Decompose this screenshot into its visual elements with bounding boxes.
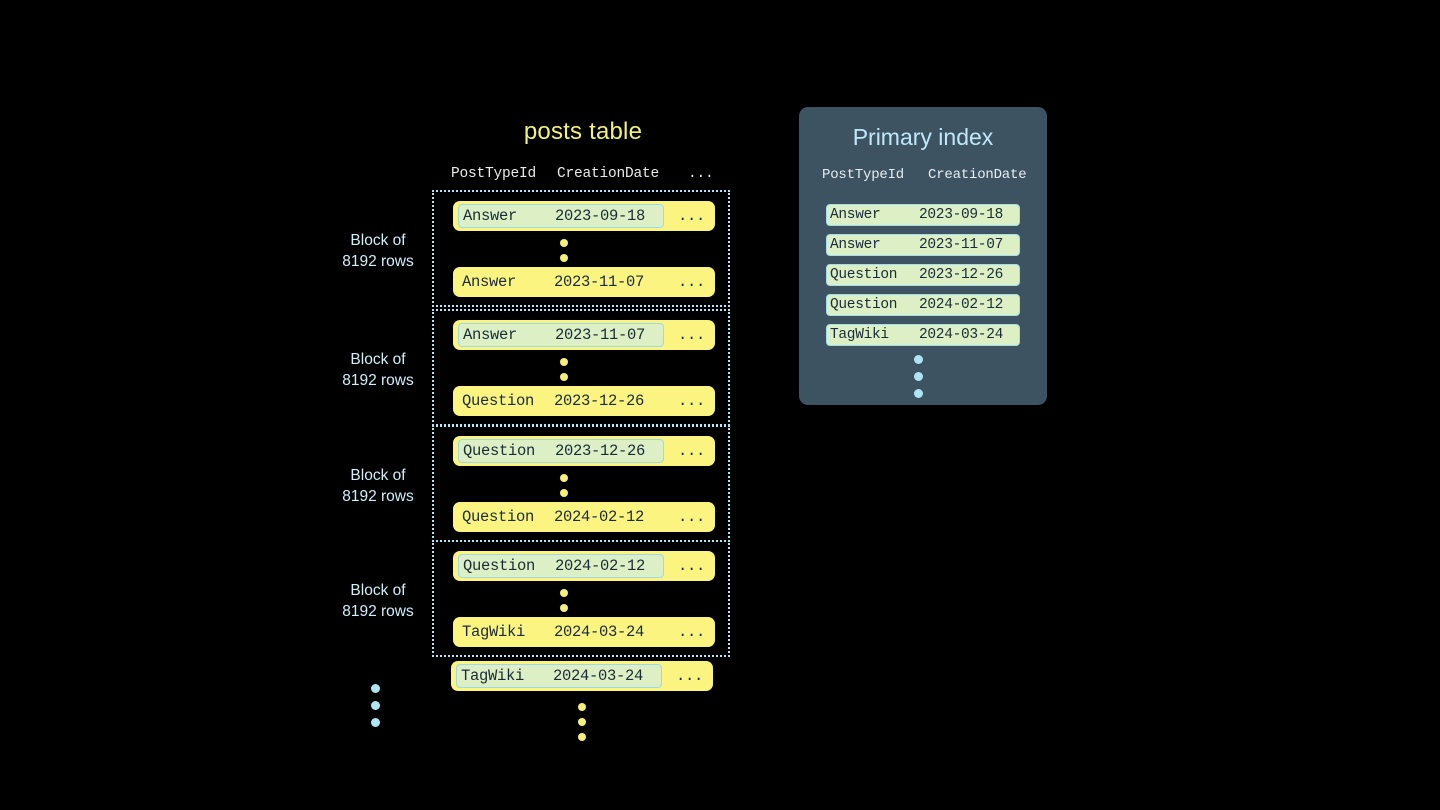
posts-table-column-headers: PostTypeId CreationDate ... — [451, 166, 733, 184]
row-highlight-box: Answer 2023-09-18 — [458, 204, 664, 228]
vertical-ellipsis-dots-index — [914, 355, 923, 398]
column-header-creationdate: CreationDate — [557, 166, 660, 182]
row-highlight-box: Answer 2023-11-07 — [458, 323, 664, 347]
cell-creationdate: 2024-03-24 — [554, 623, 645, 641]
table-row[interactable]: Answer 2023-11-07 ... — [453, 267, 715, 297]
cell-posttypeid: Question — [463, 442, 536, 460]
cell-posttypeid: Question — [463, 557, 536, 575]
cell-posttypeid: TagWiki — [830, 327, 889, 343]
table-row[interactable]: TagWiki 2024-03-24 ... — [453, 617, 715, 647]
vertical-ellipsis-dots-blocks — [371, 684, 380, 727]
cell-ellipsis: ... — [678, 273, 706, 291]
block-label-4-line1: Block of — [350, 582, 406, 599]
block-label-2-line1: Block of — [350, 351, 406, 368]
primary-index-title: Primary index — [852, 124, 994, 150]
cell-ellipsis: ... — [678, 326, 706, 344]
column-header-posttypeid: PostTypeId — [451, 166, 537, 182]
row-cells: Question 2024-02-12 ... — [458, 505, 710, 529]
cell-creationdate: 2023-09-18 — [555, 207, 646, 225]
block-label-1-line2: 8192 rows — [342, 253, 414, 270]
cell-ellipsis: ... — [678, 508, 706, 526]
row-highlight-box: Question 2024-02-12 — [458, 554, 664, 578]
row-highlight-box: TagWiki 2024-03-24 — [456, 664, 662, 688]
row-cells: TagWiki 2024-03-24 ... — [458, 620, 710, 644]
cell-ellipsis: ... — [678, 557, 706, 575]
table-row[interactable]: Question 2023-12-26 ... — [453, 436, 715, 466]
posts-table-title: posts table — [523, 118, 643, 145]
cell-posttypeid: Answer — [463, 326, 518, 344]
cell-posttypeid: Answer — [830, 207, 881, 223]
cell-creationdate: 2024-02-12 — [554, 508, 645, 526]
cell-ellipsis: ... — [676, 667, 704, 685]
column-header-ellipsis: ... — [688, 166, 714, 182]
block-label-1: Block of 8192 rows — [330, 230, 426, 272]
column-header-posttypeid: PostTypeId — [822, 167, 905, 183]
cell-ellipsis: ... — [678, 442, 706, 460]
block-group-1: Block of 8192 rows Answer 2023-09-18 ...… — [342, 190, 730, 307]
cell-posttypeid: Question — [830, 267, 898, 283]
block-label-3: Block of 8192 rows — [330, 465, 426, 507]
index-row[interactable]: Question 2023-12-26 — [826, 264, 1020, 286]
cell-creationdate: 2023-11-07 — [554, 273, 645, 291]
primary-index-panel: Primary index PostTypeId CreationDate An… — [799, 107, 1047, 405]
cell-posttypeid: Question — [830, 297, 898, 313]
cell-posttypeid: Answer — [463, 207, 518, 225]
row-cells: Answer 2023-11-07 ... — [458, 270, 710, 294]
cell-creationdate: 2024-03-24 — [553, 667, 644, 685]
block-label-2: Block of 8192 rows — [330, 349, 426, 391]
cell-posttypeid: Answer — [462, 273, 517, 291]
table-row[interactable]: Question 2024-02-12 ... — [453, 551, 715, 581]
row-cells: Question 2023-12-26 ... — [458, 389, 710, 413]
block-group-3: Block of 8192 rows Question 2023-12-26 .… — [342, 425, 730, 542]
index-row[interactable]: TagWiki 2024-03-24 — [826, 324, 1020, 346]
index-row[interactable]: Answer 2023-09-18 — [826, 204, 1020, 226]
block-group-2: Block of 8192 rows Answer 2023-11-07 ...… — [342, 309, 730, 426]
table-row[interactable]: Question 2024-02-12 ... — [453, 502, 715, 532]
table-row[interactable]: Answer 2023-11-07 ... — [453, 320, 715, 350]
cell-posttypeid: Question — [462, 392, 535, 410]
cell-posttypeid: Question — [462, 508, 535, 526]
cell-creationdate: 2023-12-26 — [554, 392, 645, 410]
cell-creationdate: 2023-11-07 — [555, 326, 646, 344]
cell-creationdate: 2024-02-12 — [919, 297, 1004, 313]
block-label-3-line2: 8192 rows — [342, 488, 414, 505]
row-highlight-box: Question 2023-12-26 — [458, 439, 664, 463]
block-label-4: Block of 8192 rows — [330, 580, 426, 622]
index-row[interactable]: Answer 2023-11-07 — [826, 234, 1020, 256]
block-group-4: Block of 8192 rows Question 2024-02-12 .… — [342, 540, 730, 657]
table-row-trailing[interactable]: TagWiki 2024-03-24 ... — [451, 661, 713, 691]
index-row[interactable]: Question 2024-02-12 — [826, 294, 1020, 316]
block-label-4-line2: 8192 rows — [342, 603, 414, 620]
cell-posttypeid: TagWiki — [462, 623, 526, 641]
cell-posttypeid: Answer — [830, 237, 881, 253]
cell-creationdate: 2023-12-26 — [555, 442, 646, 460]
cell-ellipsis: ... — [678, 623, 706, 641]
cell-creationdate: 2024-02-12 — [555, 557, 646, 575]
cell-creationdate: 2023-11-07 — [919, 237, 1004, 253]
cell-ellipsis: ... — [678, 392, 706, 410]
cell-ellipsis: ... — [678, 207, 706, 225]
table-row[interactable]: Question 2023-12-26 ... — [453, 386, 715, 416]
block-label-2-line2: 8192 rows — [342, 372, 414, 389]
cell-creationdate: 2024-03-24 — [919, 327, 1004, 343]
column-header-creationdate: CreationDate — [928, 167, 1027, 183]
primary-index-column-headers: PostTypeId CreationDate — [822, 167, 1032, 185]
block-label-3-line1: Block of — [350, 467, 406, 484]
cell-creationdate: 2023-12-26 — [919, 267, 1004, 283]
block-label-1-line1: Block of — [350, 232, 406, 249]
cell-posttypeid: TagWiki — [461, 667, 525, 685]
cell-creationdate: 2023-09-18 — [919, 207, 1004, 223]
vertical-ellipsis-dots-bottom — [578, 703, 586, 741]
table-row[interactable]: Answer 2023-09-18 ... — [453, 201, 715, 231]
